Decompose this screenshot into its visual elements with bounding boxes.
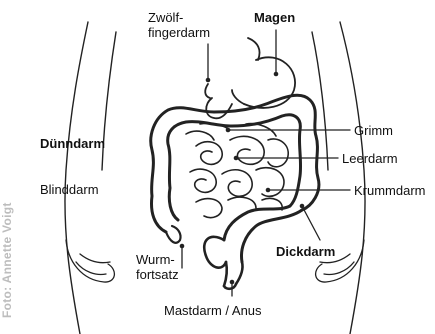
- label-grimm: Grimm: [354, 123, 393, 138]
- appendix-outline: [166, 226, 181, 243]
- label-mastdarm: Mastdarm / Anus: [164, 303, 262, 318]
- label-blinddarm: Blinddarm: [40, 182, 99, 197]
- label-wurmfortsatz-line1: Wurm-: [136, 252, 196, 267]
- pointer-dickdarm: [302, 206, 320, 240]
- label-dickdarm: Dickdarm: [276, 244, 335, 259]
- photo-credit: Foto: Annette Voigt: [0, 198, 14, 318]
- label-zwoelffingerdarm: Zwölf- fingerdarm: [148, 10, 228, 40]
- rectum-outline: [204, 237, 242, 289]
- label-duenndarm: Dünndarm: [40, 136, 105, 151]
- label-zwoelffingerdarm-line1: Zwölf-: [148, 10, 228, 25]
- label-krummdarm: Krummdarm: [354, 183, 426, 198]
- label-leerdarm: Leerdarm: [342, 151, 398, 166]
- label-wurmfortsatz-line2: fortsatz: [136, 267, 196, 282]
- label-zwoelffingerdarm-line2: fingerdarm: [148, 25, 228, 40]
- label-wurmfortsatz: Wurm- fortsatz: [136, 252, 196, 282]
- label-magen: Magen: [254, 10, 295, 25]
- colon-outline: [151, 95, 319, 262]
- left-hand-outline: [66, 240, 114, 282]
- small-intestine-coils: [186, 123, 288, 217]
